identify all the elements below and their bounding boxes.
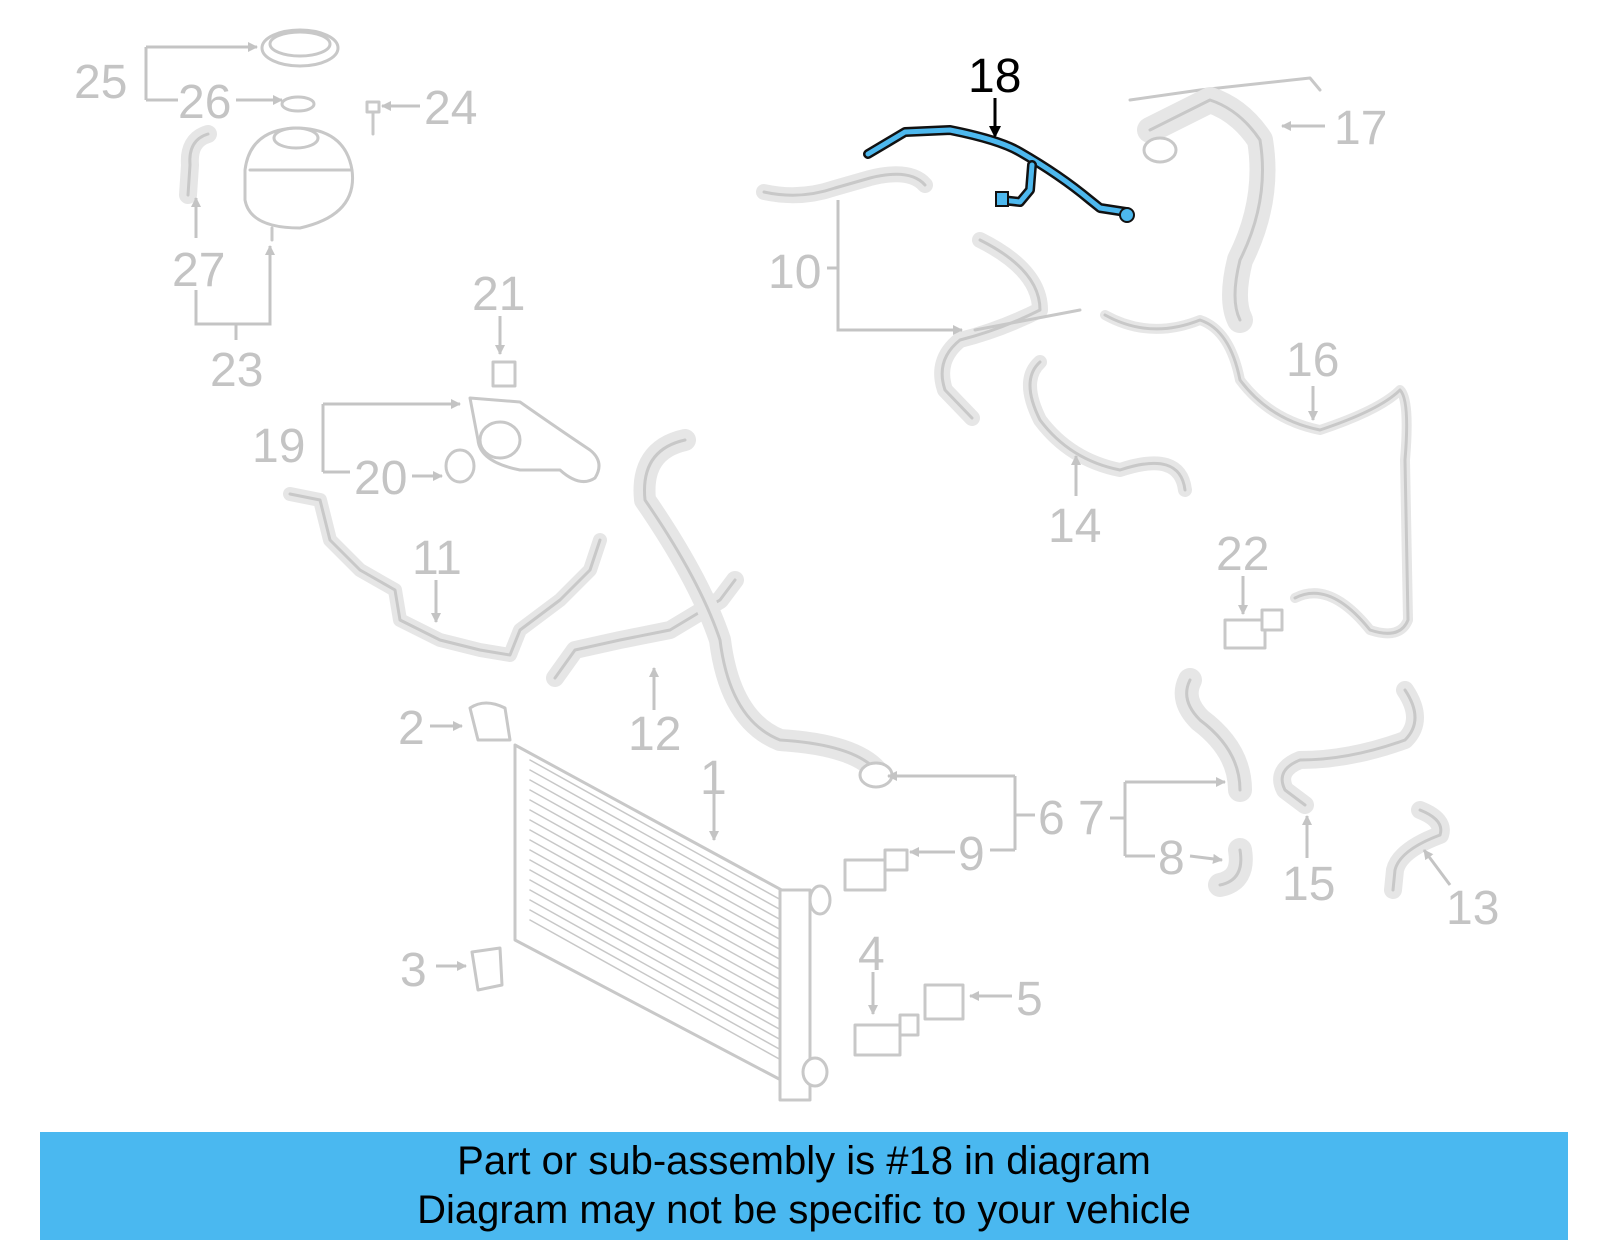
- leaders-19-20: [321, 399, 461, 481]
- label-21: 21: [472, 268, 525, 321]
- label-4: 4: [858, 928, 885, 981]
- label-9: 9: [958, 828, 985, 881]
- part-2-bracket: [468, 701, 512, 742]
- label-17: 17: [1334, 102, 1387, 155]
- label-26: 26: [178, 76, 231, 129]
- leaders-7-8: [1110, 777, 1226, 864]
- label-10: 10: [768, 246, 821, 299]
- part-22-fitting: [1223, 608, 1284, 650]
- label-22: 22: [1216, 528, 1269, 581]
- part-7-hose: [1174, 668, 1252, 802]
- label-18: 18: [968, 50, 1021, 103]
- label-16: 16: [1286, 334, 1339, 387]
- label-15: 15: [1282, 858, 1335, 911]
- part-21-sensor: [491, 360, 517, 388]
- callout-labels: 25 26 24 27 23 21 19 20 11 12 2 1 3 4 5 …: [74, 50, 1499, 1026]
- label-8: 8: [1158, 832, 1185, 885]
- label-14: 14: [1048, 500, 1101, 553]
- part-15-hose: [1273, 681, 1424, 814]
- label-3: 3: [400, 944, 427, 997]
- label-1: 1: [700, 752, 727, 805]
- part-25-cap: [260, 28, 340, 68]
- part-9-fitting: [843, 848, 909, 892]
- label-12: 12: [628, 708, 681, 761]
- label-2: 2: [398, 702, 425, 755]
- part-5-connector: [923, 983, 965, 1021]
- label-13: 13: [1446, 882, 1499, 935]
- part-18-highlighted: [863, 125, 1135, 223]
- part-16-pipe: [1100, 310, 1413, 639]
- label-23: 23: [210, 344, 263, 397]
- part-24-bolt: [365, 100, 381, 136]
- part-4-sensor: [853, 1013, 920, 1057]
- label-27: 27: [172, 244, 225, 297]
- part-26-seal: [280, 95, 316, 113]
- info-banner: Part or sub-assembly is #18 in diagram D…: [40, 1132, 1568, 1240]
- part-20-oring: [444, 448, 476, 484]
- label-7: 7: [1078, 792, 1105, 845]
- part-14-hose: [1023, 355, 1192, 497]
- part-23-reservoir: [243, 126, 355, 242]
- banner-line-2: Diagram may not be specific to your vehi…: [417, 1188, 1191, 1232]
- label-5: 5: [1016, 973, 1043, 1026]
- leaders-10: [827, 200, 963, 335]
- label-20: 20: [354, 452, 407, 505]
- part-17-hose: [1128, 76, 1322, 333]
- part-1-radiator: [513, 743, 832, 1102]
- label-6: 6: [1038, 792, 1065, 845]
- banner-line-1: Part or sub-assembly is #18 in diagram: [457, 1139, 1151, 1183]
- leaders-6-9: [887, 771, 1035, 857]
- part-3-bracket: [470, 946, 504, 992]
- label-11: 11: [412, 532, 462, 585]
- label-24: 24: [424, 82, 477, 135]
- label-19: 19: [252, 420, 305, 473]
- part-13-hose: [1384, 801, 1450, 899]
- part-19-flange: [468, 396, 601, 484]
- part-10-hoses: [756, 166, 1082, 426]
- label-25: 25: [74, 56, 127, 109]
- leaders-top-left: [144, 42, 420, 340]
